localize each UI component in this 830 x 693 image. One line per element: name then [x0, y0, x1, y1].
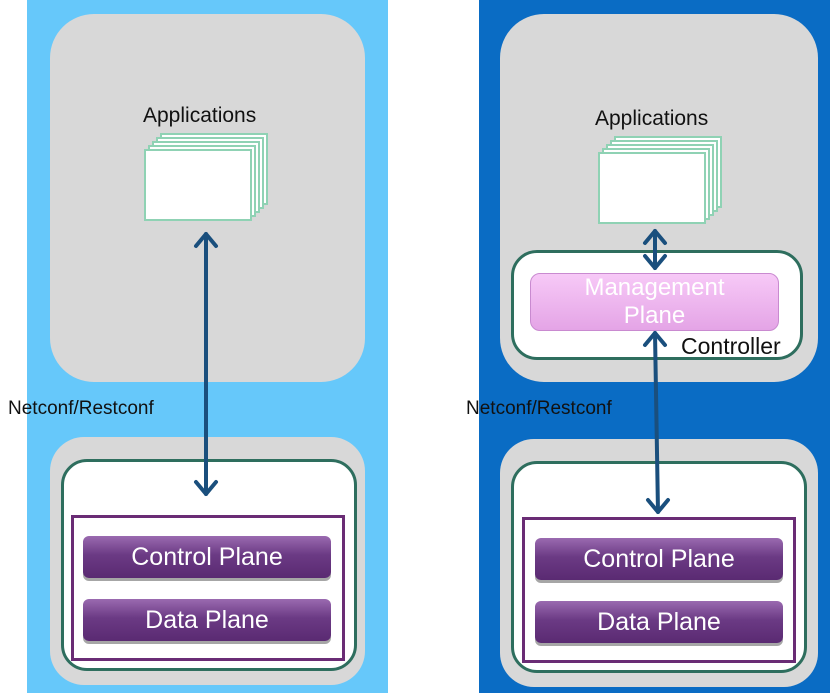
right-data-plane: Data Plane	[535, 601, 783, 643]
management-plane-line1: Management	[584, 274, 725, 301]
management-plane-line2: Plane	[623, 302, 686, 329]
management-plane: Management Plane	[530, 273, 779, 331]
controller-label: Controller	[681, 333, 781, 359]
right-upper-bidirectional-arrow-icon	[643, 229, 667, 270]
right-control-plane: Control Plane	[535, 538, 783, 580]
left-protocol-label: Netconf/Restconf	[8, 398, 154, 419]
right-protocol-label: Netconf/Restconf	[466, 398, 612, 419]
right-lower-bidirectional-arrow-icon	[643, 331, 670, 514]
left-bidirectional-arrow-icon	[194, 232, 218, 496]
left-applications-label: Applications	[143, 104, 257, 127]
left-control-plane: Control Plane	[83, 536, 331, 578]
left-data-plane: Data Plane	[83, 599, 331, 641]
right-applications-label: Applications	[595, 107, 709, 130]
